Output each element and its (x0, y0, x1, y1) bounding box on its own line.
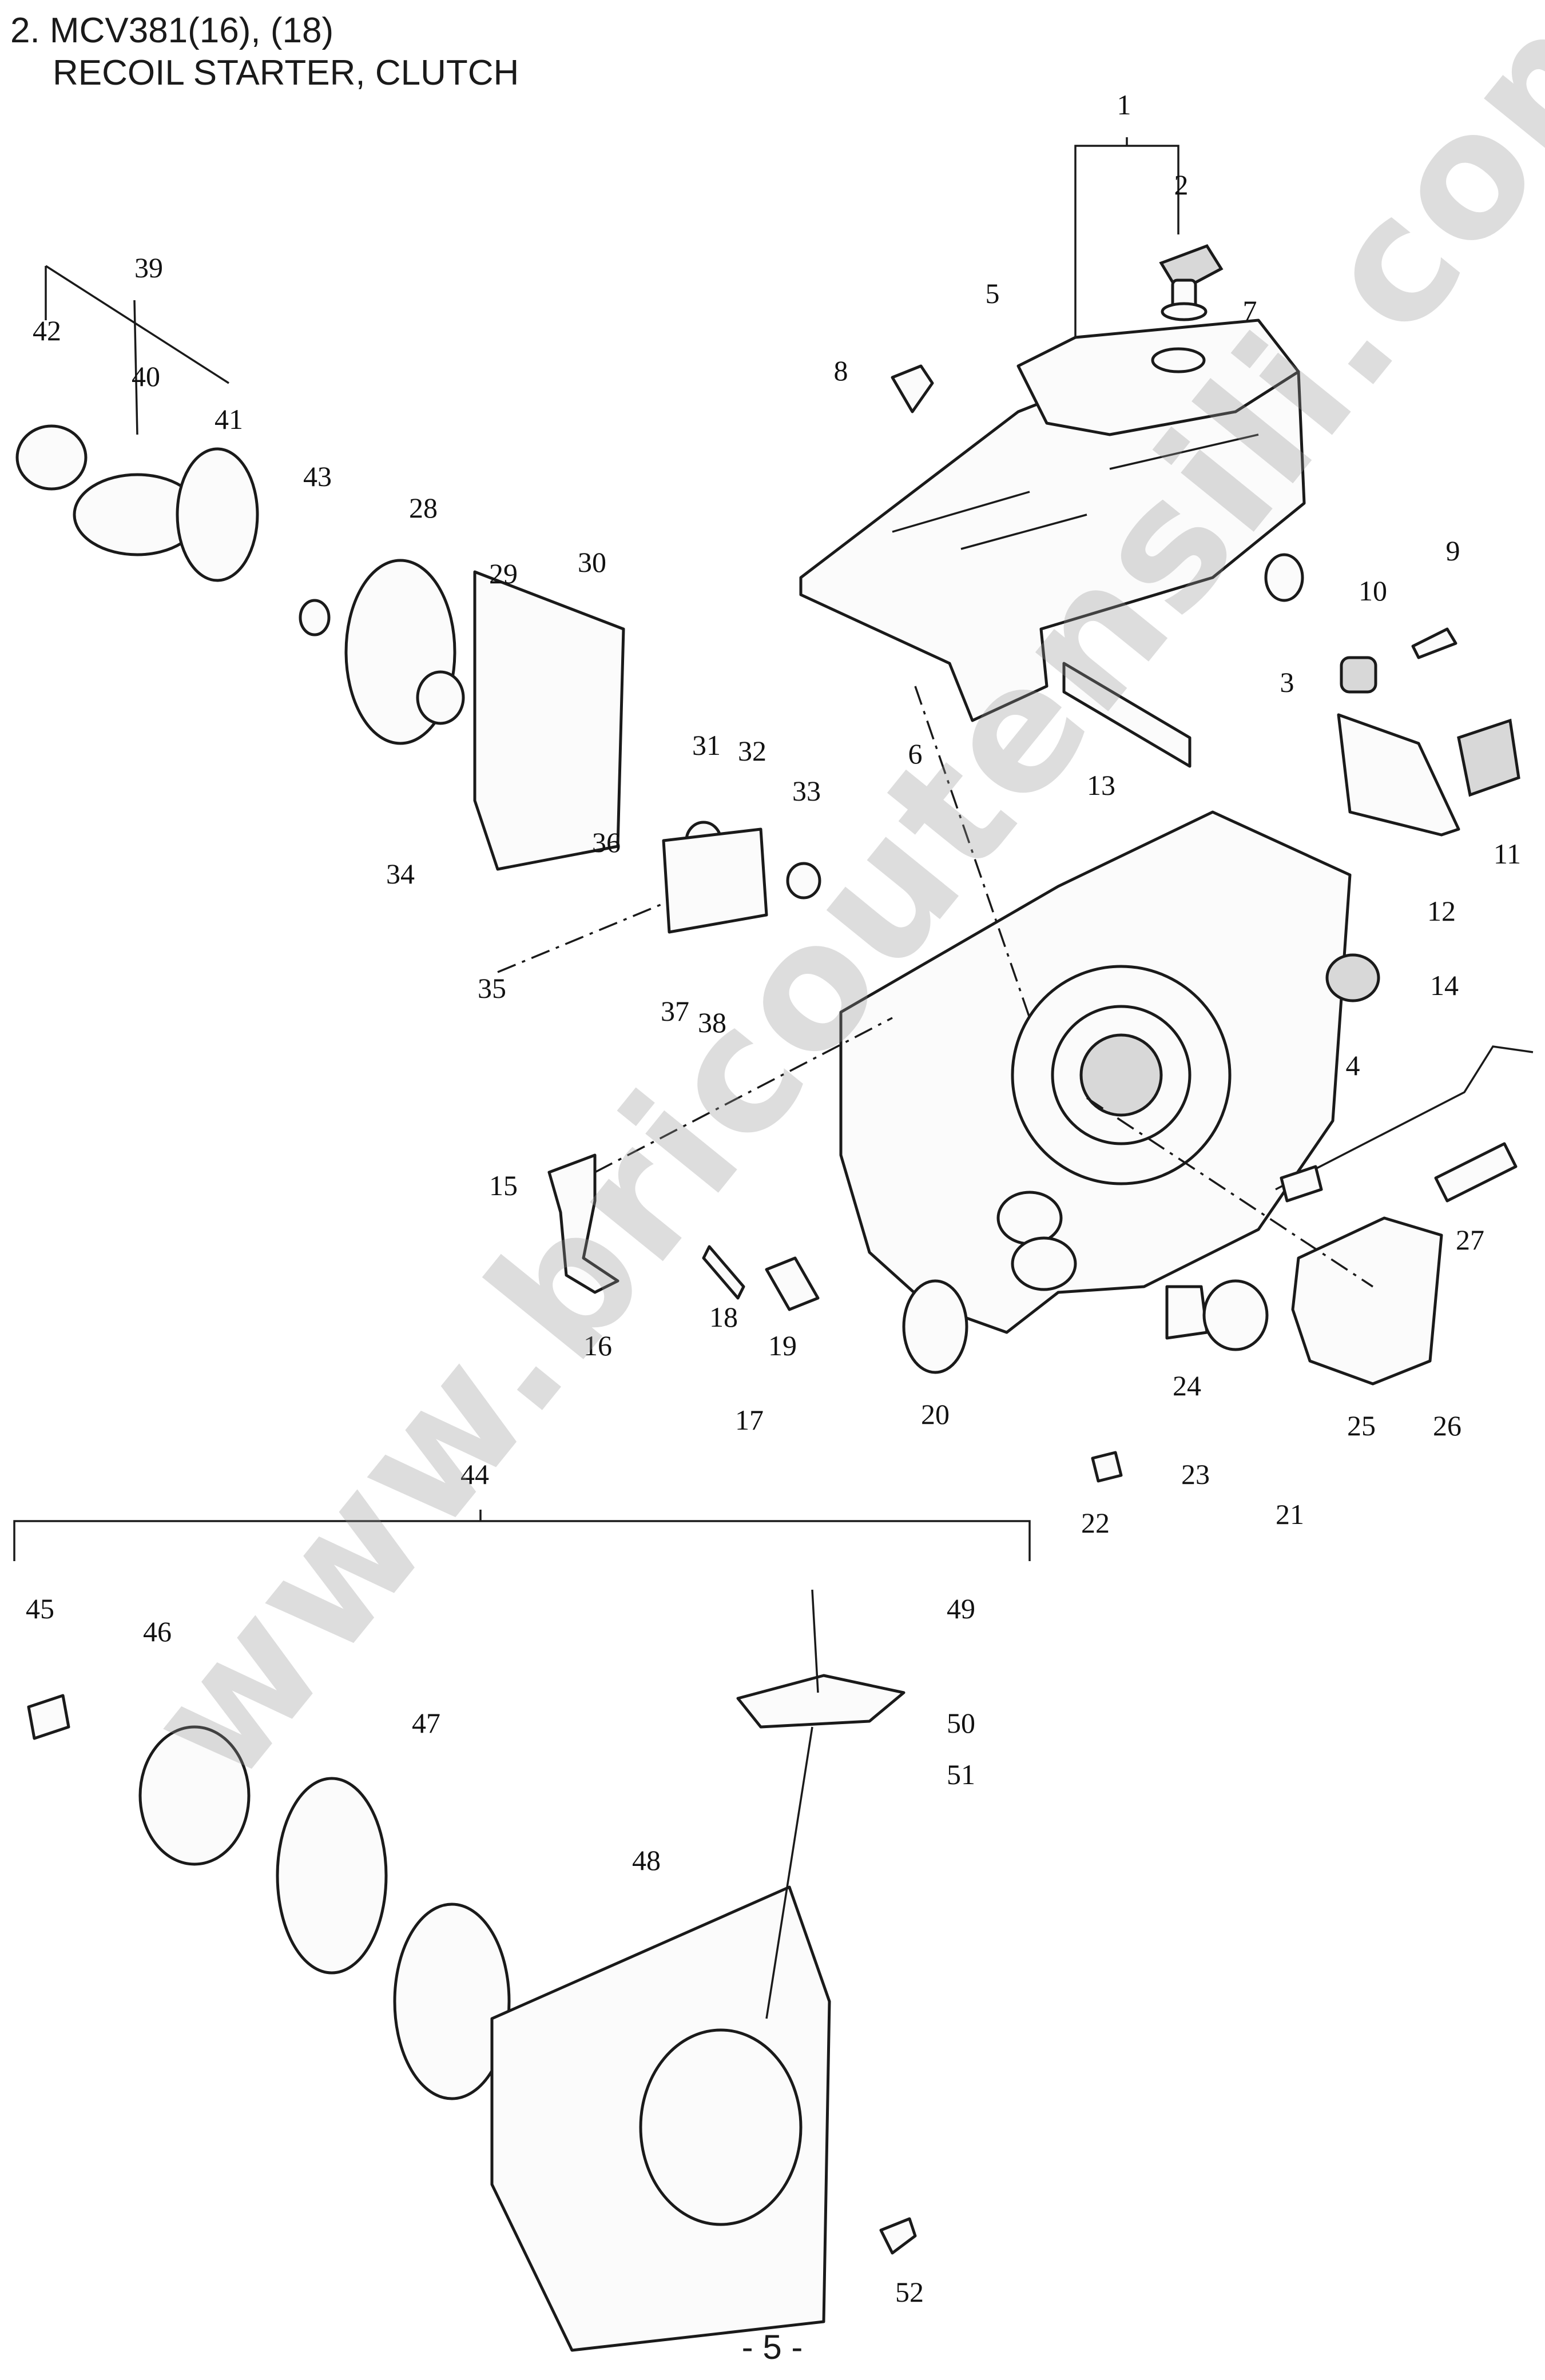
callout-number-25: 25 (1347, 1410, 1376, 1442)
callout-number-22: 22 (1081, 1507, 1110, 1539)
callout-number-45: 45 (26, 1593, 54, 1625)
boot-part (1434, 1142, 1518, 1203)
pin-part (1091, 1451, 1123, 1483)
callout-number-37: 37 (661, 995, 689, 1027)
wire-part (1275, 1045, 1534, 1191)
mount-part (1325, 953, 1380, 1002)
callout-number-14: 14 (1430, 969, 1459, 1001)
callout-number-29: 29 (489, 558, 518, 590)
sleeve-part (765, 1256, 820, 1311)
callout-number-3: 3 (1280, 666, 1294, 698)
callout-number-38: 38 (698, 1006, 726, 1038)
cover-25-part (1291, 1216, 1443, 1386)
callout-number-11: 11 (1494, 838, 1521, 870)
screw-part (891, 364, 1457, 659)
callout-number-13: 13 (1087, 769, 1115, 801)
bearing-part (902, 1279, 968, 1374)
callout-number-41: 41 (215, 403, 243, 435)
callout-number-19: 19 (768, 1330, 797, 1362)
grommet-part (1264, 553, 1304, 602)
callout-number-18: 18 (709, 1301, 738, 1333)
crankcase-part (839, 810, 1352, 1334)
callout-number-52: 52 (895, 2276, 924, 2308)
callout-number-10: 10 (1359, 575, 1387, 607)
page-number: - 5 - (741, 2328, 803, 2366)
fuel-cap-part (1159, 244, 1224, 321)
callout-number-35: 35 (478, 972, 506, 1004)
knob-part (1340, 656, 1377, 694)
callout-number-17: 17 (735, 1404, 764, 1436)
callout-number-15: 15 (489, 1169, 518, 1201)
callout-number-51: 51 (947, 1758, 975, 1790)
callout-number-20: 20 (921, 1398, 950, 1430)
diagram-title-section: RECOIL STARTER, CLUTCH (53, 53, 519, 93)
callout-number-28: 28 (409, 492, 438, 524)
plate-part (1337, 713, 1460, 837)
bracket-16-part (547, 1153, 619, 1294)
callout-number-44: 44 (460, 1458, 489, 1490)
callout-number-40: 40 (132, 360, 160, 392)
callout-number-6: 6 (908, 738, 923, 770)
callout-number-31: 31 (692, 729, 721, 761)
callout-number-50: 50 (947, 1707, 975, 1739)
callout-number-24: 24 (1173, 1370, 1201, 1402)
clutch-part (15, 424, 821, 934)
bracket-39 (45, 265, 229, 435)
callout-number-21: 21 (1276, 1498, 1304, 1530)
callout-number-7: 7 (1243, 294, 1257, 327)
callout-number-39: 39 (134, 252, 163, 284)
callout-number-34: 34 (386, 858, 415, 890)
callout-number-47: 47 (412, 1707, 440, 1739)
callout-number-49: 49 (947, 1593, 975, 1625)
bracket-1 (1074, 137, 1179, 337)
callout-number-8: 8 (834, 355, 848, 387)
stud-part (702, 1245, 745, 1300)
alignment-lines (497, 686, 1373, 1288)
callout-number-23: 23 (1181, 1458, 1210, 1490)
callout-number-36: 36 (592, 826, 621, 858)
callout-layer: 1234567891011121314151617181920212223242… (26, 89, 1521, 2308)
bracket-44 (13, 1510, 1031, 1561)
callout-number-16: 16 (583, 1330, 612, 1362)
callout-number-5: 5 (986, 277, 1000, 309)
callout-number-46: 46 (143, 1615, 172, 1647)
diagram-title-model: 2. MCV381(16), (18) (10, 11, 334, 50)
callout-number-9: 9 (1446, 535, 1460, 567)
tank-cover-part (799, 319, 1306, 722)
callout-number-26: 26 (1433, 1410, 1461, 1442)
callout-number-4: 4 (1346, 1049, 1360, 1081)
callout-number-27: 27 (1456, 1224, 1484, 1256)
callout-number-2: 2 (1174, 169, 1189, 201)
oil-pump-body-part (1202, 1279, 1269, 1351)
callout-number-12: 12 (1427, 895, 1456, 927)
callout-number-48: 48 (632, 1844, 661, 1876)
plate-13-part (1062, 662, 1191, 768)
callout-number-32: 32 (738, 735, 766, 767)
callout-number-1: 1 (1117, 89, 1131, 121)
oil-pump-part (1165, 1285, 1209, 1340)
callout-number-33: 33 (792, 775, 821, 807)
switch-part (1457, 718, 1520, 797)
connector-part (1280, 1165, 1323, 1203)
callout-number-43: 43 (303, 460, 332, 492)
recoil-starter-part (27, 1589, 917, 2352)
callout-number-42: 42 (33, 315, 61, 347)
callout-number-30: 30 (578, 546, 606, 578)
